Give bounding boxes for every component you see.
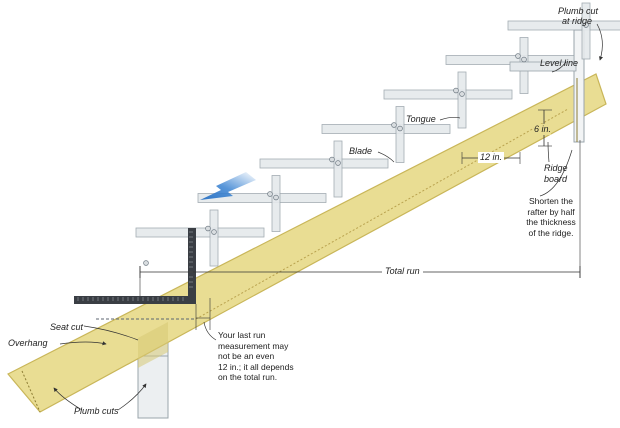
layout-point (143, 260, 149, 266)
layout-point (453, 87, 459, 94)
square-blade (197, 193, 327, 203)
square-blade (507, 20, 620, 31)
layout-point (391, 122, 397, 128)
last-run-marks (195, 298, 211, 330)
seat-cut-label: Seat cut (50, 322, 84, 332)
plumb-cut-ridge-label-line1: Plumb cut (558, 6, 599, 16)
square-tongue (333, 140, 343, 198)
last-run-note: Your last run measurement may not be an … (218, 330, 294, 382)
tongue-label: Tongue (406, 114, 436, 124)
leader-lines (53, 23, 604, 411)
blade-label: Blade (349, 146, 373, 156)
shorten-rafter-note: Shorten the rafter by half the thickness… (526, 196, 576, 238)
plumb-cut-ridge-label-line2: at ridge (562, 16, 593, 26)
layout-point (521, 56, 527, 63)
layout-point (583, 22, 589, 28)
layout-points (143, 22, 589, 266)
square-tongue (209, 209, 219, 267)
square-blade (321, 124, 451, 134)
square-blade (383, 89, 513, 100)
square-blade (135, 227, 265, 238)
layout-point (329, 156, 335, 163)
framing-square-positions (135, 2, 620, 267)
layout-point (459, 91, 465, 97)
square-tongue (271, 175, 281, 232)
run-12-label: 12 in. (478, 152, 505, 163)
overhang-label: Overhang (8, 338, 48, 348)
ridge-board-label-line2: board (544, 174, 568, 184)
blue-left-arrow-icon (200, 172, 256, 200)
square-blade (259, 158, 389, 169)
total-run-label: Total run (382, 266, 423, 277)
rise-6-label: 6 in. (534, 124, 552, 135)
layout-point (335, 160, 341, 166)
layout-point (205, 225, 211, 232)
steel-square (74, 228, 196, 304)
layout-point (211, 229, 217, 235)
layout-point (515, 53, 521, 59)
square-blade (509, 61, 577, 72)
plumb-cuts-label: Plumb cuts (74, 406, 119, 416)
square-tongue (457, 71, 467, 129)
square-tongue (581, 2, 591, 60)
level-line-label: Level line (540, 58, 579, 68)
ridge-board-label-line1: Ridge (544, 163, 568, 173)
square-tongue (395, 106, 405, 163)
total-run-dimension (139, 140, 581, 296)
layout-point (397, 125, 403, 132)
layout-point (273, 194, 279, 201)
rafter-board (7, 73, 607, 413)
layout-point (267, 191, 273, 197)
level-lines (96, 108, 569, 320)
